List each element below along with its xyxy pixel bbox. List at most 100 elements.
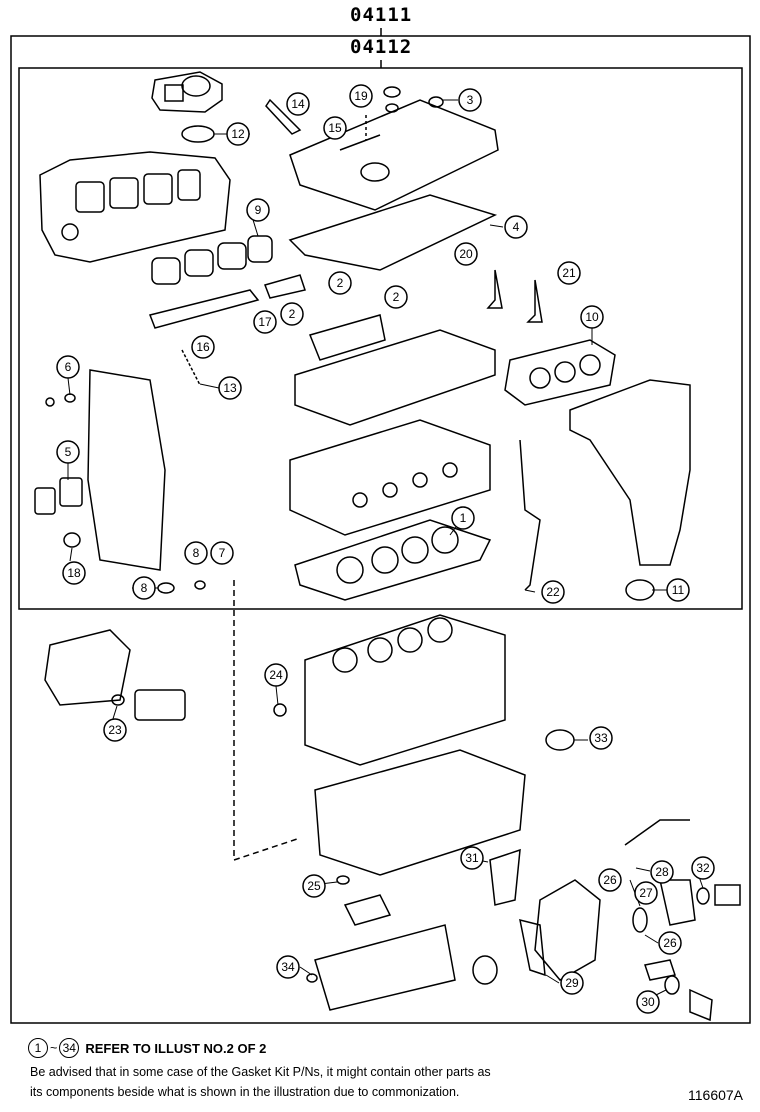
- callout-5: 5: [56, 440, 80, 464]
- intake-manifold: [39, 151, 231, 263]
- intake-gaskets: [151, 235, 273, 285]
- callout-6: 6: [56, 355, 80, 379]
- callout-4: 4: [504, 215, 528, 239]
- callout-12: 12: [226, 122, 250, 146]
- range-end-callout: 34: [59, 1038, 80, 1058]
- callout-label: 10: [585, 310, 599, 324]
- callout-label: 23: [108, 723, 122, 737]
- callout-label: 19: [354, 89, 368, 103]
- callout-10: 10: [580, 305, 604, 329]
- callout-18: 18: [62, 561, 86, 585]
- callout-label: 24: [269, 668, 283, 682]
- callout-17: 17: [253, 310, 277, 334]
- callout-label: 11: [672, 583, 685, 597]
- head-gasket: [294, 519, 492, 601]
- callout-label: 9: [255, 203, 262, 217]
- timing-cover: [87, 369, 166, 571]
- head-cover: [289, 99, 499, 211]
- callout-label: 34: [281, 960, 295, 974]
- callout-30: 30: [636, 990, 660, 1014]
- callout-2: 2: [280, 302, 304, 326]
- callout-34: 34: [276, 955, 300, 979]
- callout-range-note: 1 ~ 34 REFER TO ILLUST NO.2 OF 2: [28, 1038, 266, 1058]
- kit-part-number-sub: 04112: [350, 36, 413, 58]
- callout-21: 21: [557, 261, 581, 285]
- callout-11: 11: [666, 578, 690, 602]
- callout-label: 1: [460, 511, 467, 525]
- kit-part-number-main: 04111: [350, 4, 413, 26]
- callout-27: 27: [634, 881, 658, 905]
- callout-13: 13: [218, 376, 242, 400]
- cylinder-head: [289, 419, 491, 536]
- callout-23: 23: [103, 718, 127, 742]
- callout-19: 19: [349, 84, 373, 108]
- callout-20: 20: [454, 242, 478, 266]
- callout-label: 28: [655, 865, 669, 879]
- exhaust-manifold: [569, 379, 691, 566]
- callout-15: 15: [323, 116, 347, 140]
- callout-14: 14: [286, 92, 310, 116]
- callout-3: 3: [458, 88, 482, 112]
- callout-label: 13: [223, 381, 237, 395]
- callout-label: 6: [65, 360, 72, 374]
- callout-label: 21: [562, 266, 576, 280]
- callout-25: 25: [302, 874, 326, 898]
- callout-label: 32: [696, 861, 710, 875]
- callout-31: 31: [460, 846, 484, 870]
- callout-label: 3: [467, 93, 474, 107]
- callout-7: 7: [210, 541, 234, 565]
- advisory-note-line-1: Be advised that in some case of the Gask…: [30, 1065, 491, 1079]
- callout-label: 31: [465, 851, 479, 865]
- range-reference-text: REFER TO ILLUST NO.2 OF 2: [85, 1040, 267, 1056]
- callout-2: 2: [384, 285, 408, 309]
- range-start-callout: 1: [28, 1038, 48, 1058]
- callout-label: 4: [513, 220, 520, 234]
- callout-label: 17: [258, 315, 272, 329]
- callout-8: 8: [184, 541, 208, 565]
- exhaust-gasket: [504, 339, 616, 406]
- callout-label: 14: [291, 97, 305, 111]
- callout-label: 26: [663, 936, 677, 950]
- callout-22: 22: [541, 580, 565, 604]
- callout-label: 33: [594, 731, 608, 745]
- dipstick: [519, 439, 541, 591]
- callout-label: 8: [141, 581, 148, 595]
- callout-2: 2: [328, 271, 352, 295]
- callout-24: 24: [264, 663, 288, 687]
- callout-9: 9: [246, 198, 270, 222]
- range-tilde: ~: [50, 1041, 58, 1055]
- callout-label: 22: [546, 585, 560, 599]
- callout-33: 33: [589, 726, 613, 750]
- callout-label: 16: [196, 340, 210, 354]
- callout-label: 8: [193, 546, 200, 560]
- callout-label: 27: [639, 886, 653, 900]
- callout-label: 7: [219, 546, 226, 560]
- injector: [265, 98, 302, 135]
- head-cover-gasket: [288, 194, 498, 271]
- callout-26: 26: [658, 931, 682, 955]
- callout-label: 26: [603, 873, 617, 887]
- callout-label: 2: [337, 276, 344, 290]
- callout-label: 2: [393, 290, 400, 304]
- callout-label: 20: [459, 247, 473, 261]
- oil-pan-upper: [314, 749, 526, 876]
- callout-label: 5: [65, 445, 72, 459]
- advisory-note-line-2: its components beside what is shown in t…: [30, 1085, 460, 1099]
- callout-26: 26: [598, 868, 622, 892]
- exhaust-gasket-ring: [625, 579, 655, 601]
- throttle-body: [151, 71, 223, 113]
- callout-label: 2: [289, 307, 296, 321]
- callout-label: 30: [641, 995, 655, 1009]
- callout-16: 16: [191, 335, 215, 359]
- throttle-gasket: [181, 125, 215, 143]
- oil-pan-lower: [314, 924, 456, 1011]
- callout-markers: 1234567891011121314151617181920212223242…: [56, 84, 715, 1014]
- callout-label: 29: [565, 976, 579, 990]
- callout-8: 8: [132, 576, 156, 600]
- callout-label: 12: [231, 127, 245, 141]
- cylinder-block: [304, 614, 506, 766]
- fuel-rail: [148, 289, 260, 329]
- callout-label: 15: [328, 121, 342, 135]
- camshaft-housing: [294, 329, 496, 426]
